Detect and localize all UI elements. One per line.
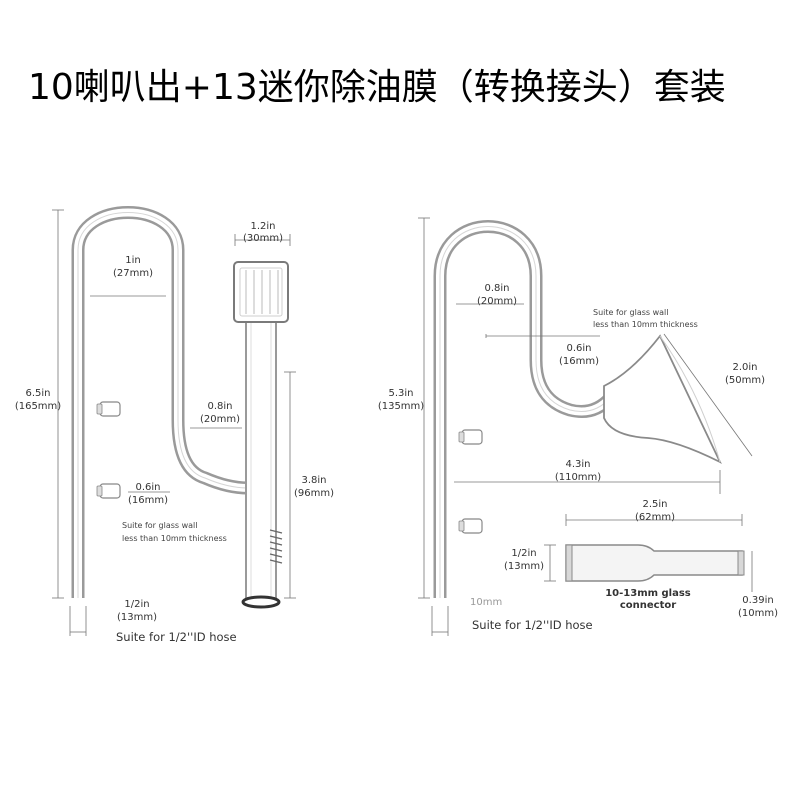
- left-hose-in: 1/2in: [124, 599, 149, 610]
- skimmer-spring: [269, 529, 283, 564]
- suction-clip: [461, 429, 483, 445]
- left-height-in: 6.5in: [25, 388, 50, 399]
- suction-clip: [99, 401, 121, 417]
- left-top-width-mm: (30mm): [243, 233, 283, 244]
- left-hose-label: Suite for 1/2''ID hose: [116, 630, 237, 644]
- skimmer-top-cup: [233, 261, 289, 323]
- left-skimmer-height-in: 3.8in: [301, 475, 326, 486]
- connector-diameter-in: 0.39in: [742, 595, 773, 606]
- page-title: 10喇叭出+13迷你除油膜（转换接头）套装: [28, 67, 726, 108]
- right-hose-mm: (13mm): [504, 561, 544, 572]
- left-offset-mm: (20mm): [200, 414, 240, 425]
- connector-label-2: connector: [620, 600, 676, 611]
- glass-connector: [565, 544, 745, 582]
- suction-clip: [99, 483, 121, 499]
- gray-10mm-label: 10mm: [470, 597, 502, 608]
- left-skimmer-height-mm: (96mm): [294, 488, 334, 499]
- left-hose-mm: (13mm): [117, 612, 157, 623]
- right-offset-in: 0.8in: [484, 283, 509, 294]
- connector-length-in: 2.5in: [642, 499, 667, 510]
- left-inflow-pipe-diagram: 1.2in (30mm) 1in (27mm) 6.5in (165mm) 0.…: [15, 206, 334, 644]
- left-height-mm: (165mm): [15, 401, 61, 412]
- right-flare-in: 2.0in: [732, 362, 757, 373]
- skimmer-base: [241, 595, 281, 609]
- right-length-mm: (110mm): [555, 472, 601, 483]
- right-small-mm: (16mm): [559, 356, 599, 367]
- right-outflow-pipe-diagram: 5.3in (135mm) 0.8in (20mm) Suite for gla…: [378, 217, 778, 636]
- left-top-width-in: 1.2in: [250, 221, 275, 232]
- suction-clip: [461, 518, 483, 534]
- connector-label-1: 10-13mm glass: [605, 588, 691, 599]
- connector-diameter-mm: (10mm): [738, 608, 778, 619]
- right-height-in: 5.3in: [388, 388, 413, 399]
- left-glass-note-1: Suite for glass wall: [122, 521, 198, 530]
- outflow-flare: [603, 334, 722, 464]
- left-small-in: 0.6in: [135, 482, 160, 493]
- right-hose-in: 1/2in: [511, 548, 536, 559]
- left-offset-in: 0.8in: [207, 401, 232, 412]
- right-offset-mm: (20mm): [477, 296, 517, 307]
- right-glass-note-1: Suite for glass wall: [593, 308, 669, 317]
- right-length-in: 4.3in: [565, 459, 590, 470]
- left-small-mm: (16mm): [128, 495, 168, 506]
- left-bend-mm: (27mm): [113, 268, 153, 279]
- left-bend-in: 1in: [125, 255, 140, 266]
- right-height-mm: (135mm): [378, 401, 424, 412]
- connector-length-mm: (62mm): [635, 512, 675, 523]
- right-hose-label: Suite for 1/2''ID hose: [472, 618, 593, 632]
- right-glass-note-2: less than 10mm thickness: [593, 320, 698, 329]
- right-small-in: 0.6in: [566, 343, 591, 354]
- right-flare-mm: (50mm): [725, 375, 765, 386]
- left-glass-note-2: less than 10mm thickness: [122, 534, 227, 543]
